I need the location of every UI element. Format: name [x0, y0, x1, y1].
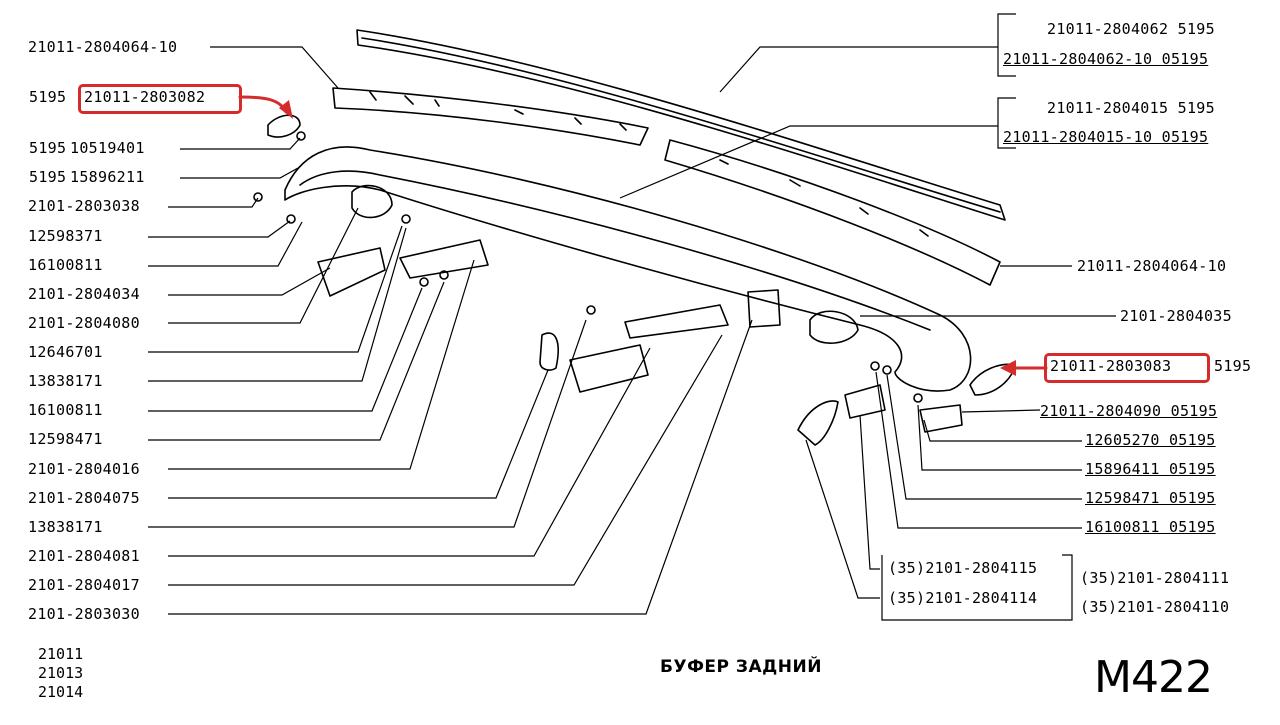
label-left-17: 2101-2804081 [28, 547, 140, 565]
right-support-plate [844, 384, 886, 419]
label-right-2: 21011-2804062-10 05195 [1003, 50, 1209, 68]
label-left-7: 16100811 [28, 256, 103, 274]
group-right-2: (35)2101-2804110 [1080, 598, 1230, 616]
model-item: 21013 [38, 664, 84, 682]
label-right-6: 2101-2804035 [1120, 307, 1232, 325]
label-left-9: 2101-2804080 [28, 314, 140, 332]
label-right-8: 21011-2804090 05195 [1040, 402, 1218, 420]
label-left-8: 2101-2804034 [28, 285, 140, 303]
label-right-11: 12598471 05195 [1085, 489, 1216, 507]
label-left-16: 13838171 [28, 518, 103, 536]
label-right-3: 21011-2804015 5195 [1047, 99, 1215, 117]
group-left-1: (35)2101-2804115 [888, 559, 1038, 577]
bracket-small [919, 404, 963, 433]
label-right-12: 16100811 05195 [1085, 518, 1216, 536]
label-right-4: 21011-2804015-10 05195 [1003, 128, 1209, 146]
diagram-title: БУФЕР ЗАДНИЙ [660, 657, 822, 677]
bumper-bar [284, 146, 972, 392]
label-right-9: 12605270 05195 [1085, 431, 1216, 449]
label-left-1: 21011-2804064-10 [28, 38, 178, 56]
label-left-2-part: 21011-2803082 [84, 88, 206, 106]
sheet-code: M422 [1094, 652, 1213, 703]
label-right-7-suffix: 5195 [1214, 357, 1252, 375]
label-left-2-prefix: 5195 [29, 88, 67, 106]
label-left-3-part: 10519401 [70, 139, 145, 157]
label-right-1: 21011-2804062 5195 [1047, 20, 1215, 38]
label-left-10: 12646701 [28, 343, 103, 361]
upper-molding-strip [356, 29, 1006, 221]
model-item: 21014 [38, 683, 84, 701]
label-left-3-prefix: 5195 [29, 139, 67, 157]
left-support [399, 239, 489, 279]
left-molding-strip [332, 87, 649, 146]
right-fixing-plate [809, 310, 859, 344]
model-list: 21011 21013 21014 [38, 645, 83, 702]
group-right-1: (35)2101-2804111 [1080, 569, 1230, 587]
label-left-4-part: 15896211 [70, 168, 145, 186]
label-left-14: 2101-2804016 [28, 460, 140, 478]
label-left-6: 12598371 [28, 227, 103, 245]
center-support [624, 304, 729, 339]
center-block [747, 289, 781, 328]
group-left-2: (35)2101-2804114 [888, 589, 1038, 607]
label-left-5: 2101-2803038 [28, 197, 140, 215]
highlight-box-left [78, 84, 242, 114]
label-left-11: 13838171 [28, 372, 103, 390]
label-right-7-part: 21011-2803083 [1050, 357, 1172, 375]
center-bracket [569, 344, 649, 393]
left-bracket [317, 247, 386, 297]
label-left-18: 2101-2804017 [28, 576, 140, 594]
model-item: 21011 [38, 645, 84, 663]
label-left-15: 2101-2804075 [28, 489, 140, 507]
left-end-cap [267, 114, 301, 138]
label-right-10: 15896411 05195 [1085, 460, 1216, 478]
label-left-4-prefix: 5195 [29, 168, 67, 186]
label-left-13: 12598471 [28, 430, 103, 448]
clip-small [539, 332, 559, 371]
left-fixing-plate [351, 184, 393, 219]
right-molding-strip [664, 139, 1001, 286]
label-left-12: 16100811 [28, 401, 103, 419]
right-bracket [797, 400, 839, 446]
label-right-5: 21011-2804064-10 [1077, 257, 1227, 275]
highlight-box-right [1044, 353, 1210, 383]
label-left-19: 2101-2803030 [28, 605, 140, 623]
